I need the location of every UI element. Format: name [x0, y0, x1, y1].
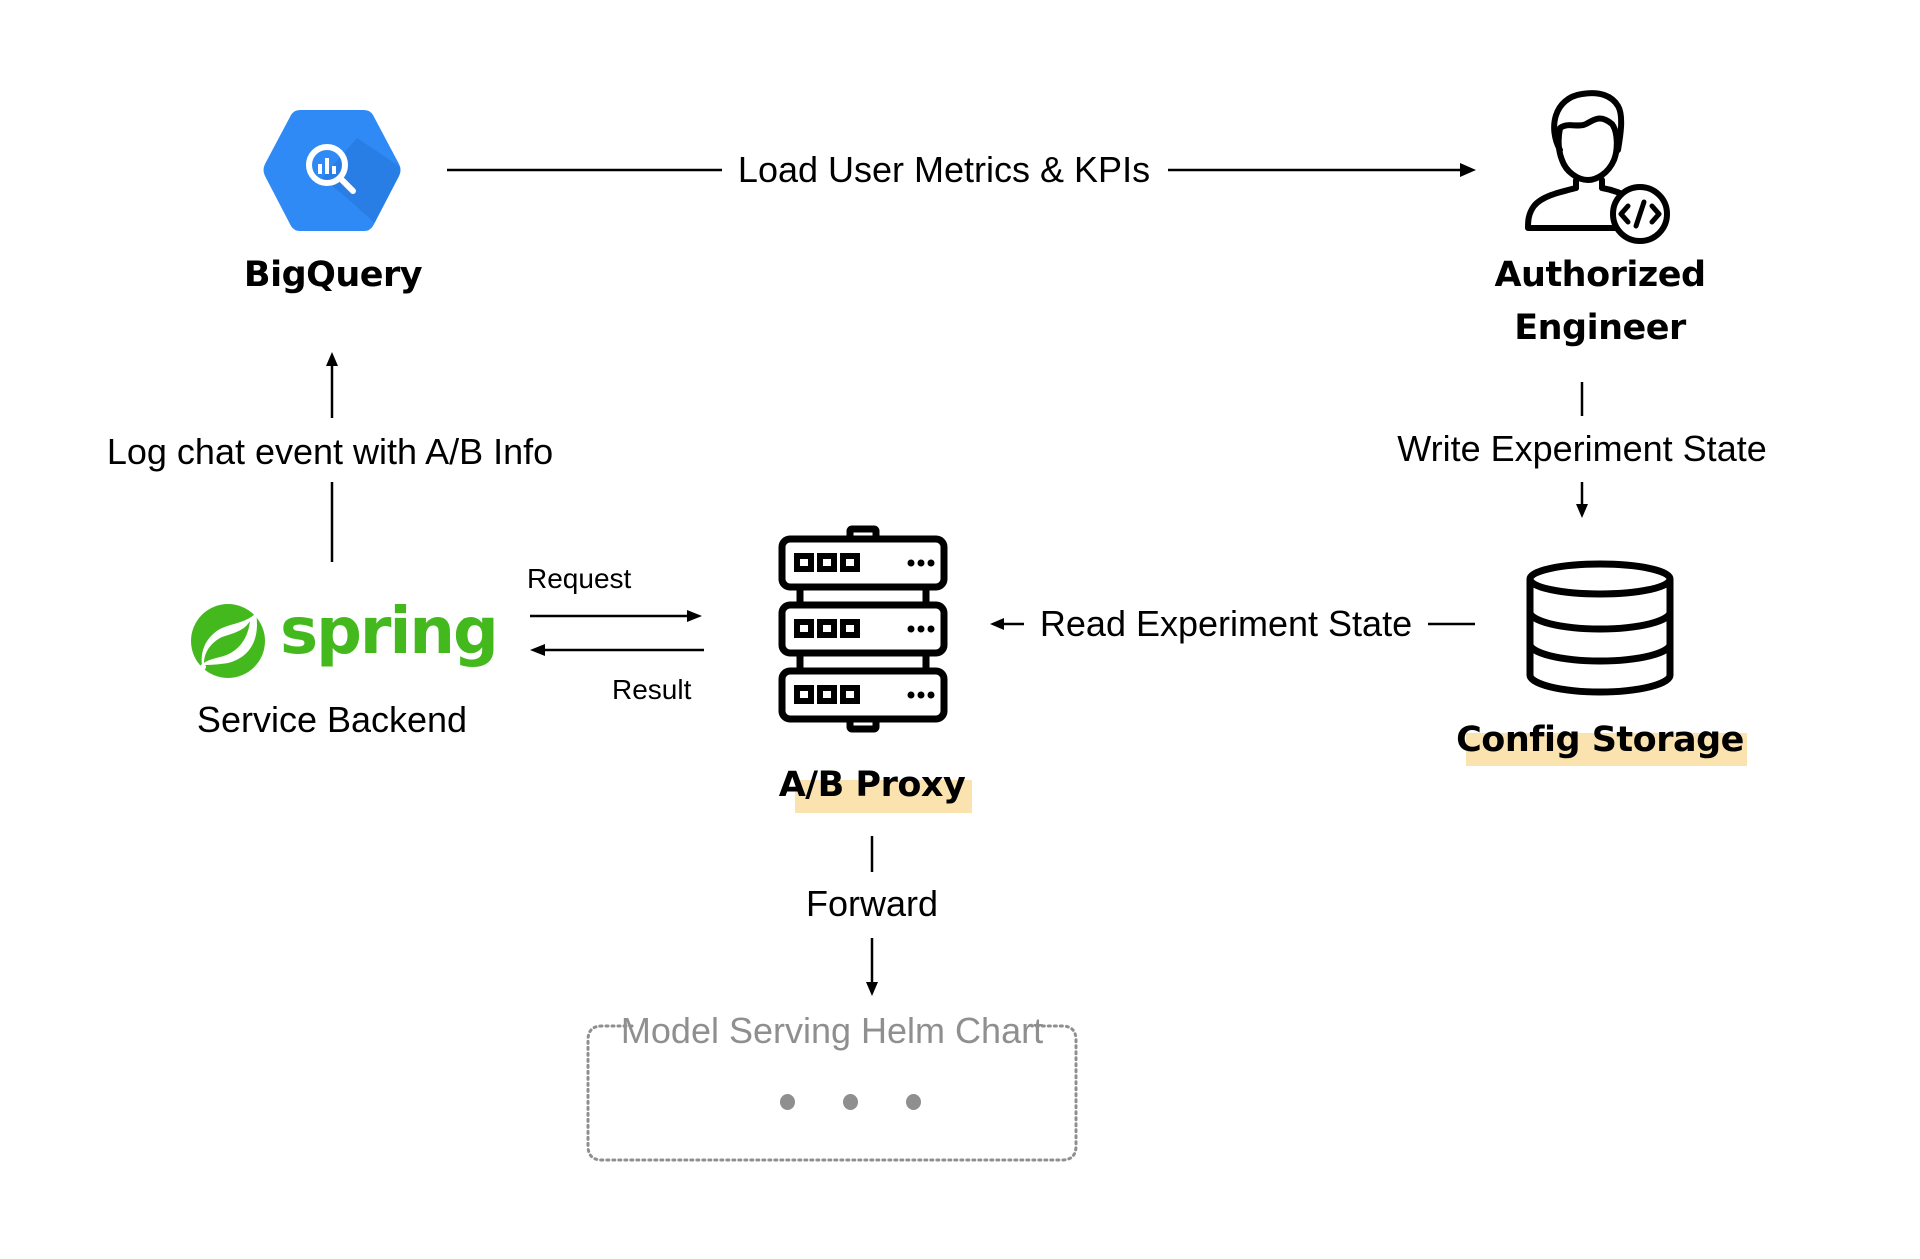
ab-proxy-highlight — [795, 780, 972, 813]
placeholder-dot — [906, 1094, 921, 1110]
bigquery-hexagon-icon — [263, 110, 401, 231]
helm-chart-label: Model Serving Helm Chart — [620, 1010, 1044, 1051]
config-storage-highlight-overlay — [1466, 733, 1747, 766]
load-metrics-label: Load User Metrics & KPIs — [737, 149, 1151, 190]
result-label: Result — [612, 674, 692, 705]
log-event-label: Log chat event with A/B Info — [106, 431, 554, 472]
forward-label: Forward — [805, 883, 939, 924]
write-state-label: Write Experiment State — [1397, 428, 1767, 469]
placeholder-dot — [843, 1094, 858, 1110]
database-icon — [1526, 560, 1674, 696]
engineer-code-icon — [1525, 90, 1670, 244]
engineer-label-line1: Authorized — [1494, 255, 1706, 295]
spring-registered-mark: ® — [462, 617, 470, 628]
request-label: Request — [527, 563, 632, 594]
spring-leaf-icon — [191, 604, 265, 678]
spring-logo-text: spring — [280, 595, 499, 669]
service-backend-label: Service Backend — [196, 699, 468, 740]
engineer-label-line2: Engineer — [1514, 308, 1686, 348]
placeholder-dot — [780, 1094, 795, 1110]
bigquery-label: BigQuery — [243, 255, 423, 295]
read-state-label: Read Experiment State — [1039, 603, 1413, 644]
helm-placeholder-dots — [780, 1094, 960, 1110]
server-rack-icon — [778, 525, 948, 733]
